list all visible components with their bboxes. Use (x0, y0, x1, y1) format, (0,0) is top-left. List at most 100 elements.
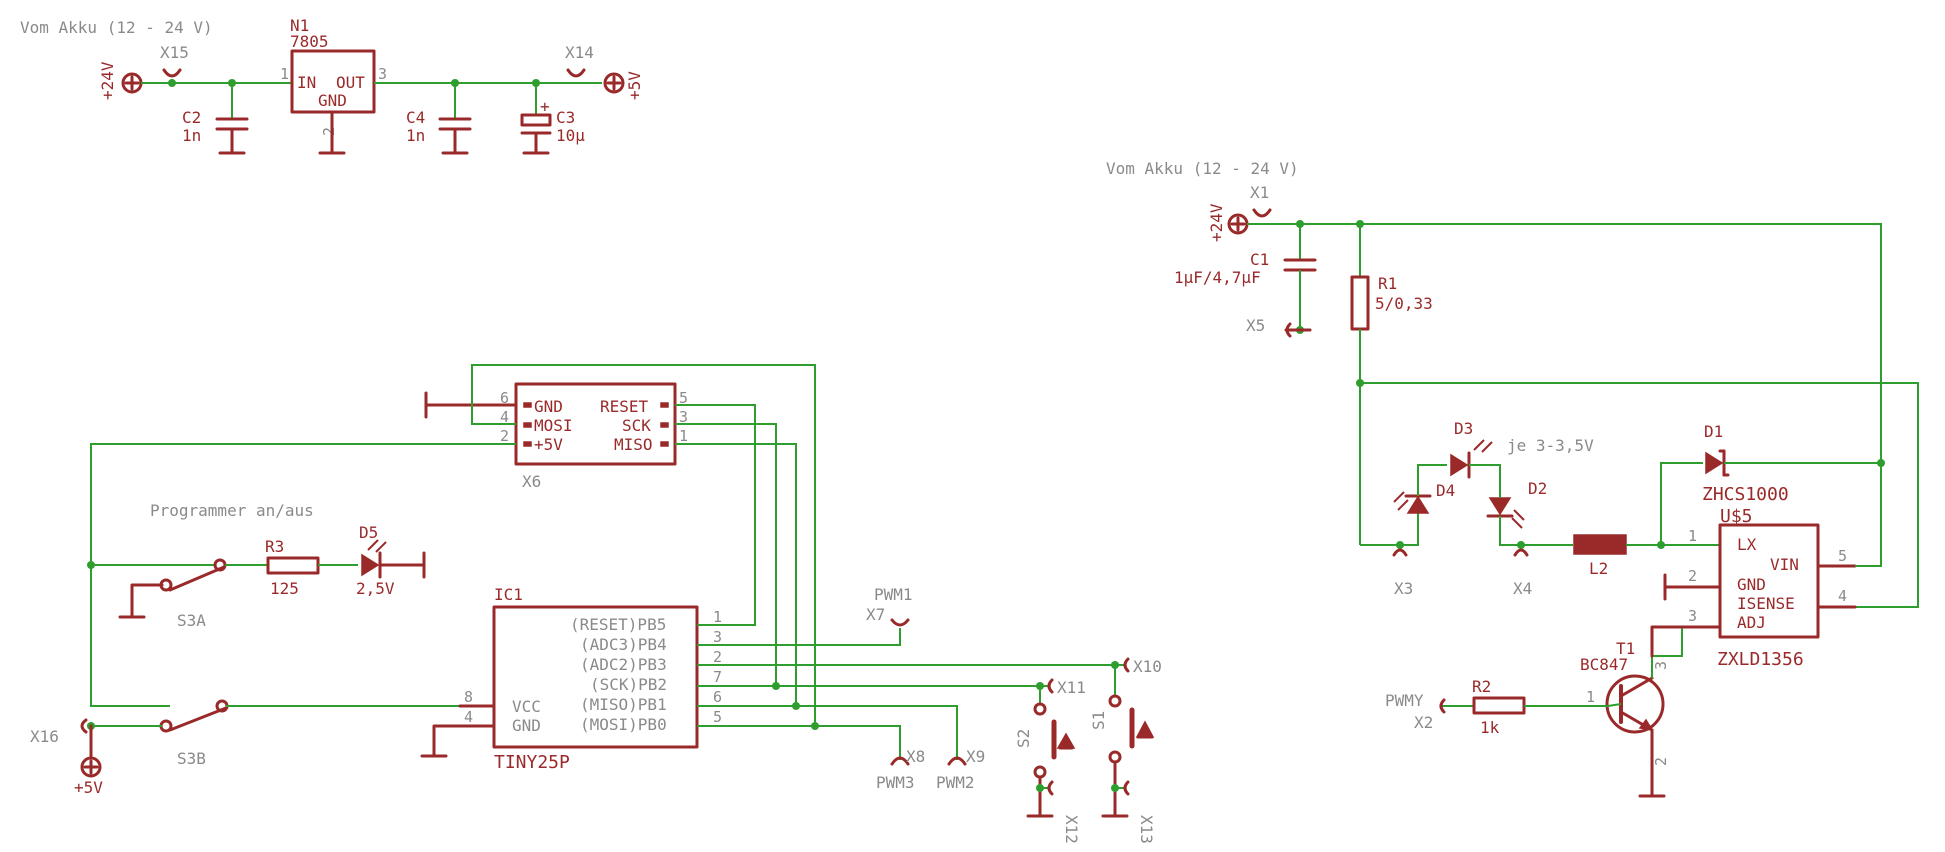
svg-text:10µ: 10µ (556, 126, 585, 145)
svg-text:4: 4 (1838, 587, 1847, 605)
svg-text:+24V: +24V (1207, 203, 1226, 242)
capacitor-c4: C4 1n (406, 83, 472, 155)
svg-text:LX: LX (1737, 535, 1757, 554)
svg-text:je 3-3,5V: je 3-3,5V (1507, 436, 1594, 455)
transistor-t1: T1 BC847 1 3 2 (1580, 625, 1684, 798)
svg-text:+5V: +5V (74, 778, 103, 797)
svg-text:R1: R1 (1378, 274, 1397, 293)
svg-text:5/0,33: 5/0,33 (1375, 294, 1433, 313)
note-supply-left: Vom Akku (12 - 24 V) (20, 18, 213, 37)
svg-text:MOSI: MOSI (534, 416, 573, 435)
svg-text:+5V: +5V (534, 435, 563, 454)
svg-text:RESET: RESET (600, 397, 649, 416)
svg-text:X13: X13 (1137, 815, 1156, 844)
svg-text:3: 3 (713, 628, 722, 646)
svg-text:L2: L2 (1589, 559, 1608, 578)
capacitor-c3: + C3 10µ (520, 83, 585, 155)
svg-text:3: 3 (1652, 661, 1670, 670)
svg-text:C4: C4 (406, 108, 425, 127)
svg-text:3: 3 (378, 65, 387, 83)
led-d5: D5 2,5V (356, 523, 426, 598)
svg-text:C1: C1 (1250, 250, 1269, 269)
svg-text:S3A: S3A (177, 611, 206, 630)
svg-text:1k: 1k (1480, 718, 1500, 737)
led-d3: D3 je 3-3,5V (1450, 419, 1594, 480)
svg-text:PWM3: PWM3 (876, 773, 915, 792)
svg-text:ZXLD1356: ZXLD1356 (1717, 649, 1804, 670)
svg-text:+24V: +24V (98, 61, 117, 100)
svg-text:D2: D2 (1528, 479, 1547, 498)
switch-s2: X11 S2 X12 (1014, 678, 1086, 844)
switch-s1: X10 S1 X13 (1089, 657, 1162, 844)
svg-text:S3B: S3B (177, 749, 206, 768)
resistor-r2: R2 1k (1440, 677, 1622, 737)
svg-text:1n: 1n (406, 126, 425, 145)
svg-text:5: 5 (1838, 547, 1847, 565)
svg-text:8: 8 (464, 688, 473, 706)
svg-text:PWM2: PWM2 (936, 773, 975, 792)
svg-text:X1: X1 (1250, 183, 1269, 202)
svg-text:1µF/4,7µF: 1µF/4,7µF (1174, 268, 1261, 287)
svg-text:S1: S1 (1089, 711, 1108, 730)
svg-text:X6: X6 (522, 472, 541, 491)
svg-text:TINY25P: TINY25P (494, 752, 570, 773)
svg-text:BC847: BC847 (1580, 655, 1628, 674)
supply-plus24-a: +24V (98, 61, 143, 100)
svg-text:OUT: OUT (336, 73, 365, 92)
resistor-r1: R1 5/0,33 (1350, 224, 1433, 545)
switch-s3a: S3A (91, 558, 227, 630)
connector-x8: X8 PWM3 (876, 747, 925, 792)
switch-s3b: S3B (159, 699, 460, 768)
led-d4: D4 X3 (1360, 464, 1455, 598)
svg-text:2: 2 (713, 648, 722, 666)
svg-text:GND: GND (512, 716, 541, 735)
svg-text:(SCK)PB2: (SCK)PB2 (590, 675, 667, 694)
connector-x1: X1 (1250, 183, 1272, 218)
svg-text:2: 2 (1652, 757, 1670, 766)
svg-text:4: 4 (464, 708, 473, 726)
svg-text:ISENSE: ISENSE (1737, 594, 1795, 613)
supply-plus5-bottom: +5V (74, 756, 103, 797)
svg-text:X10: X10 (1133, 657, 1162, 676)
driver-zxld1356: U$5 ZXLD1356 LX GND ISENSE ADJ VIN 1 2 3… (1663, 463, 1882, 670)
svg-text:(MOSI)PB0: (MOSI)PB0 (580, 715, 667, 734)
svg-text:X15: X15 (160, 43, 189, 62)
svg-text:4: 4 (500, 408, 509, 426)
svg-text:D1: D1 (1704, 422, 1723, 441)
svg-text:S2: S2 (1014, 729, 1033, 748)
svg-text:X12: X12 (1062, 815, 1081, 844)
regulator-n1: N1 7805 IN OUT GND 1 3 2 (280, 16, 387, 155)
svg-text:2,5V: 2,5V (356, 579, 395, 598)
svg-text:7805: 7805 (290, 32, 329, 51)
supply-plus24-b: +24V (1207, 203, 1249, 242)
svg-text:1: 1 (713, 608, 722, 626)
svg-text:D4: D4 (1436, 481, 1455, 500)
svg-text:IN: IN (297, 73, 316, 92)
svg-text:(MISO)PB1: (MISO)PB1 (580, 695, 667, 714)
svg-text:X3: X3 (1394, 579, 1413, 598)
svg-text:1n: 1n (182, 126, 201, 145)
resistor-r3: R3 125 (225, 537, 358, 598)
svg-text:125: 125 (270, 579, 299, 598)
svg-text:+: + (540, 97, 550, 116)
svg-text:3: 3 (1688, 607, 1697, 625)
connector-x15: X15 (160, 43, 189, 78)
diode-d1: D1 ZHCS1000 (1660, 422, 1885, 545)
svg-text:C2: C2 (182, 108, 201, 127)
led-d2: D2 X4 (1486, 479, 1573, 598)
svg-text:X11: X11 (1057, 678, 1086, 697)
svg-text:PWM1: PWM1 (874, 585, 913, 604)
svg-text:C3: C3 (556, 108, 575, 127)
svg-text:R3: R3 (265, 537, 284, 556)
svg-text:5: 5 (679, 389, 688, 407)
mcu-ic1: IC1 TINY25P (RESET)PB5 (ADC3)PB4 (ADC2)P… (420, 585, 722, 773)
svg-text:1: 1 (1586, 688, 1595, 706)
svg-text:IC1: IC1 (494, 585, 523, 604)
svg-text:D3: D3 (1454, 419, 1473, 438)
svg-text:R2: R2 (1472, 677, 1491, 696)
svg-text:X14: X14 (565, 43, 594, 62)
svg-text:ADJ: ADJ (1737, 613, 1766, 632)
connector-x14: X14 (565, 43, 594, 78)
connector-x5: X5 (1246, 316, 1292, 338)
